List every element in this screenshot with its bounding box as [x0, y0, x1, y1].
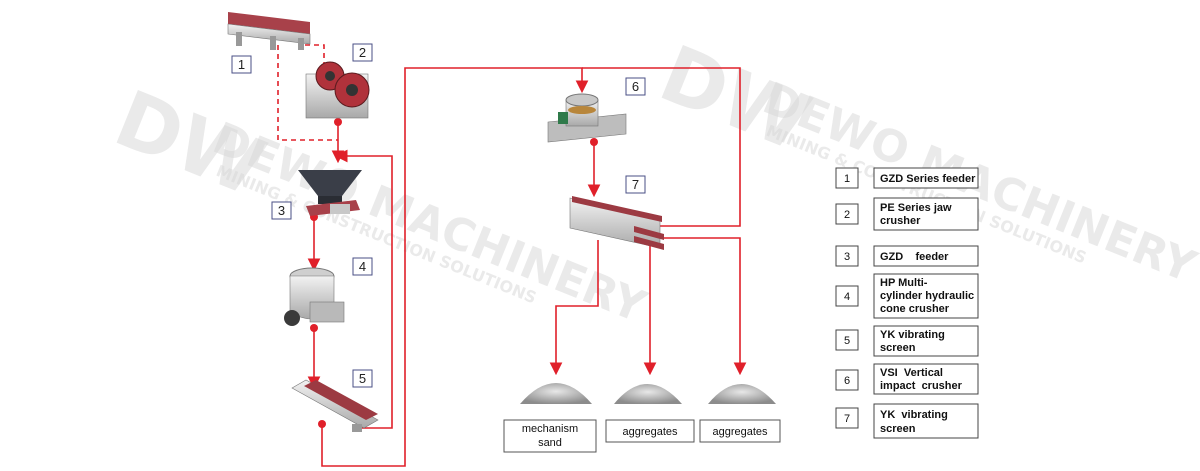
stone-piles	[520, 383, 776, 404]
flow-lines	[277, 44, 747, 467]
output-sand-line2: sand	[538, 437, 562, 449]
svg-text:7: 7	[844, 413, 850, 425]
svg-text:1: 1	[238, 57, 245, 72]
step-numbers: 1 2 3 4 5 6 7	[231, 43, 646, 388]
flow-screen-return	[334, 149, 393, 429]
svg-text:GZD Series feeder: GZD Series feeder	[880, 173, 976, 185]
output-box-aggregates-1	[605, 419, 695, 443]
svg-text:screen: screen	[880, 342, 916, 354]
svg-text:1: 1	[844, 173, 850, 185]
svg-text:HP Multi-: HP Multi-	[880, 277, 928, 289]
svg-text:3: 3	[844, 251, 850, 263]
machine-vibrating-screen-7	[569, 196, 664, 250]
svg-text:impact crusher: impact crusher	[880, 380, 963, 392]
legend-item-7: 7 YK vibrating screen	[835, 403, 979, 439]
step-badge-6: 6	[625, 77, 646, 96]
legend-item-2: 2 PE Series jaw crusher	[835, 197, 979, 231]
machine-hopper-feeder	[298, 170, 362, 216]
step-badge-3: 3	[271, 201, 292, 220]
machine-vibrating-screen-5	[291, 379, 379, 432]
step-badge-4: 4	[352, 257, 373, 276]
flow-feeder-to-jaw-dashed	[305, 44, 325, 65]
machine-gzd-feeder	[227, 12, 311, 50]
svg-text:2: 2	[359, 45, 366, 60]
step-badge-5: 5	[352, 369, 373, 388]
output-aggregates-1: aggregates	[622, 426, 678, 438]
flow-dots	[310, 118, 598, 428]
svg-text:VSI Vertical: VSI Vertical	[880, 367, 943, 379]
machine-cone-crusher	[284, 267, 345, 326]
machine-vsi-crusher	[547, 93, 627, 143]
svg-text:screen: screen	[880, 423, 916, 435]
machine-jaw-crusher	[305, 61, 370, 119]
output-labels: mechanism sand aggregates aggregates	[503, 419, 781, 453]
pile-aggregates-1	[614, 384, 682, 404]
svg-text:5: 5	[844, 335, 850, 347]
svg-text:7: 7	[632, 177, 639, 192]
flow-to-aggregates-2	[660, 237, 747, 376]
svg-text:GZD feeder: GZD feeder	[880, 251, 949, 263]
svg-text:6: 6	[844, 375, 850, 387]
svg-text:4: 4	[844, 291, 850, 303]
svg-text:crusher: crusher	[880, 215, 921, 227]
output-box-sand	[503, 419, 597, 453]
flow-screen5-to-vsi	[321, 67, 589, 467]
svg-text:4: 4	[359, 259, 366, 274]
step-badge-7: 7	[625, 175, 646, 194]
legend: 1 GZD Series feeder 2 PE Series jaw crus…	[835, 167, 979, 439]
legend-item-4: 4 HP Multi- cylinder hydraulic cone crus…	[835, 273, 979, 319]
pile-aggregates-2	[708, 384, 776, 404]
svg-text:cylinder hydraulic: cylinder hydraulic	[880, 290, 974, 302]
svg-text:cone crusher: cone crusher	[880, 303, 950, 315]
legend-item-1: 1 GZD Series feeder	[835, 167, 979, 189]
svg-text:2: 2	[844, 209, 850, 221]
legend-item-3: 3 GZD feeder	[835, 245, 979, 267]
step-badge-2: 2	[352, 43, 373, 62]
watermark: DW DEWO MACHINERY MINING & CONSTRUCTION …	[103, 29, 1200, 333]
flow-to-sand	[549, 240, 599, 376]
legend-item-6: 6 VSI Vertical impact crusher	[835, 363, 979, 395]
output-box-aggregates-2	[699, 419, 781, 443]
flow-screen7-return	[582, 67, 741, 227]
legend-item-5: 5 YK vibrating screen	[835, 325, 979, 357]
svg-text:6: 6	[632, 79, 639, 94]
output-aggregates-2: aggregates	[712, 426, 768, 438]
svg-text:5: 5	[359, 371, 366, 386]
svg-text:YK vibrating: YK vibrating	[880, 329, 945, 341]
svg-text:PE Series jaw: PE Series jaw	[880, 202, 952, 214]
flow-feeder-to-hopper-dashed	[277, 45, 338, 141]
output-sand-line1: mechanism	[522, 423, 578, 435]
svg-text:3: 3	[278, 203, 285, 218]
pile-sand	[520, 383, 592, 404]
step-badge-1: 1	[231, 55, 252, 74]
svg-text:YK vibrating: YK vibrating	[880, 409, 948, 421]
